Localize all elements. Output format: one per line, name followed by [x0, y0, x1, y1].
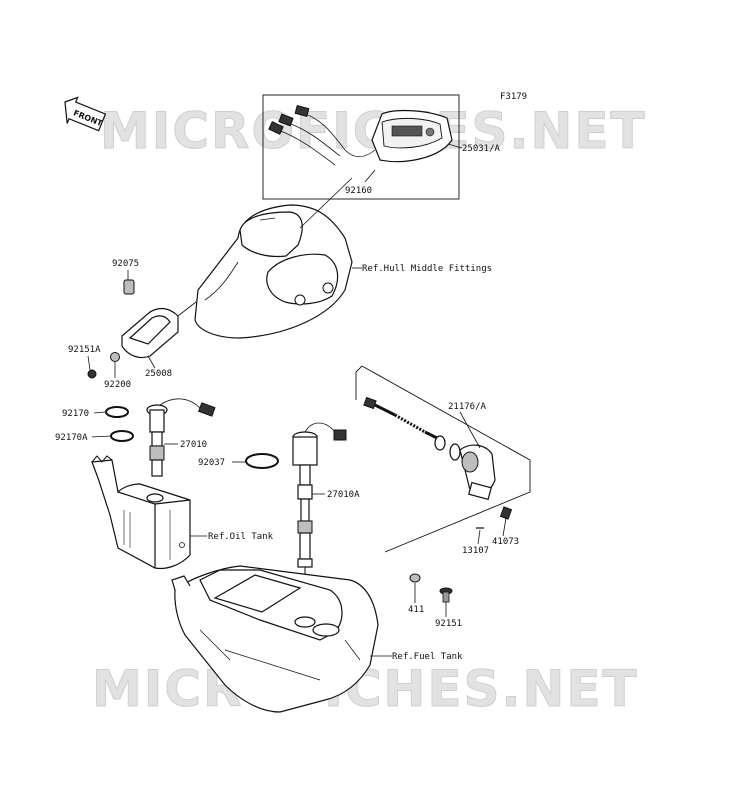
label-13107: 13107 — [462, 546, 489, 556]
label-92075: 92075 — [112, 259, 139, 269]
label-92160: 92160 — [345, 186, 372, 196]
leader-13107 — [477, 529, 481, 545]
leader-92160-hull — [299, 177, 353, 229]
oil-sensor-27010 — [146, 398, 216, 477]
clamp-92170A — [110, 430, 134, 442]
meter-25031A — [371, 109, 453, 163]
meter-harness — [268, 104, 376, 166]
leader-25031A — [447, 143, 463, 149]
clamp-92037 — [245, 453, 279, 469]
clamp-92170 — [105, 406, 129, 418]
fuel-tank — [171, 565, 379, 713]
label-41073: 41073 — [492, 537, 519, 547]
oil-tank — [91, 455, 191, 570]
bracket-25008 — [121, 301, 197, 359]
label-oil: Ref.Oil Tank — [208, 532, 274, 542]
label-411: 411 — [408, 605, 424, 615]
label-92200: 92200 — [104, 380, 131, 390]
label-92151: 92151 — [435, 619, 462, 629]
leader-21176A — [459, 411, 481, 449]
watermark-top: MICROFICHES.NET — [100, 102, 647, 160]
part-92075 — [123, 279, 135, 295]
front-arrow-icon: FRONT — [64, 96, 107, 132]
leader-92160 — [364, 169, 376, 183]
label-92037: 92037 — [198, 458, 225, 468]
bolt-92151 — [439, 587, 453, 603]
leader-41073 — [502, 517, 507, 537]
leader-92151A — [87, 355, 91, 371]
label-25008: 25008 — [145, 369, 172, 379]
choke-cable-21176A — [363, 396, 496, 501]
washer-411 — [409, 573, 421, 583]
label-fuel: Ref.Fuel Tank — [392, 652, 463, 662]
clip-41073 — [499, 506, 513, 520]
label-25031A: 25031/A — [462, 144, 501, 154]
choke-cable-frame — [355, 365, 531, 553]
leader-92170A — [91, 435, 112, 438]
label-hull: Ref.Hull Middle Fittings — [362, 264, 492, 274]
leader-92170 — [93, 411, 107, 414]
label-21176A: 21176/A — [448, 402, 487, 412]
label-92170: 92170 — [62, 409, 89, 419]
bolt-92151A — [87, 369, 97, 379]
hull-middle-fittings — [194, 204, 353, 339]
label-27010: 27010 — [180, 440, 207, 450]
washer-92200 — [110, 352, 120, 362]
label-92170A: 92170A — [55, 433, 88, 443]
label-92151A: 92151A — [68, 345, 101, 355]
label-27010A: 27010A — [327, 490, 360, 500]
figure-code: F3179 — [500, 92, 527, 102]
leader-25008 — [147, 355, 156, 369]
